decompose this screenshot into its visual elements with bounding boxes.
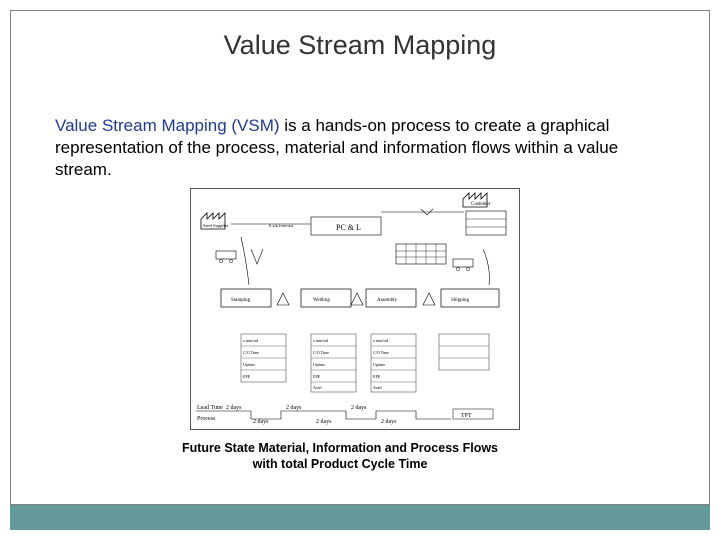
timeline-days: 2 days xyxy=(351,405,367,411)
process-box-stamping xyxy=(220,288,272,308)
vsm-diagram: Customer Steel Supplier 6 wk forecast PC… xyxy=(190,188,520,430)
data-cell: Uptime xyxy=(313,362,325,367)
data-cell: EPE xyxy=(313,374,321,379)
inventory-triangle xyxy=(276,292,290,306)
caption-line-1: Future State Material, Information and P… xyxy=(181,441,499,455)
process-box-assembly xyxy=(365,288,417,308)
process-label-stamping: Stamping xyxy=(231,298,251,303)
data-cell: x min/std xyxy=(373,338,388,343)
data-cell: Uptime xyxy=(243,362,255,367)
load-leveling-box xyxy=(395,243,447,265)
data-cell: x min/std xyxy=(243,338,258,343)
total-time-label: TPT xyxy=(461,413,472,419)
vsm-term: Value Stream Mapping (VSM) xyxy=(55,116,280,135)
production-control-box xyxy=(310,216,382,236)
body-description: is a hands-on process to create a graphi… xyxy=(55,116,619,179)
supplier-label: Steel Supplier xyxy=(203,223,229,228)
timeline-days: 2 days xyxy=(381,419,397,425)
slide-title: Value Stream Mapping xyxy=(223,30,497,60)
slide-body-text: Value Stream Mapping (VSM) is a hands-on… xyxy=(55,115,675,181)
process-label-shipping: Shipping xyxy=(451,298,470,303)
data-cell: C/O Time xyxy=(313,350,329,355)
diagram-caption: Future State Material, Information and P… xyxy=(150,440,530,472)
supplier-factory-icon xyxy=(200,212,226,230)
inventory-triangle xyxy=(422,292,436,306)
timeline-days: 2 days xyxy=(253,419,269,425)
process-label-assembly: Assembly xyxy=(377,298,398,303)
caption-line-2: with total Product Cycle Time xyxy=(252,457,428,471)
outbound-truck-icon xyxy=(452,258,474,268)
timeline-days: 2 days xyxy=(226,405,242,411)
data-cell: Avail xyxy=(373,385,382,390)
process-label-welding: Welding xyxy=(313,298,330,303)
customer-factory-icon xyxy=(462,192,488,208)
production-control-label: PC & L xyxy=(336,223,361,232)
inbound-truck-icon xyxy=(215,250,237,260)
pull-arrow xyxy=(250,248,264,265)
data-cell: Uptime xyxy=(373,362,385,367)
data-cell: C/O Time xyxy=(243,350,259,355)
process-data-boxes: x min/std C/O Time Uptime EPE x min/std … xyxy=(240,333,490,393)
data-cell: EPE xyxy=(373,374,381,379)
process-box-welding xyxy=(300,288,352,308)
process-row xyxy=(220,288,500,308)
total-time-box xyxy=(452,408,494,420)
data-cell: C/O Time xyxy=(373,350,389,355)
data-cell: x min/std xyxy=(313,338,328,343)
process-box-shipping xyxy=(440,288,500,308)
forecast-label: 6 wk forecast xyxy=(269,223,294,228)
timeline-days: 2 days xyxy=(286,405,302,411)
process-time-label: Process xyxy=(197,416,216,422)
timeline: Lead Time Process 2 days 2 days 2 days 2… xyxy=(196,405,494,425)
footer-bar xyxy=(10,505,710,530)
data-cell: EPE xyxy=(243,374,251,379)
inventory-triangle xyxy=(350,292,364,306)
customer-data-box xyxy=(465,210,507,236)
customer-label: Customer xyxy=(471,202,491,207)
lead-time-label: Lead Time xyxy=(197,405,223,411)
data-cell: Avail xyxy=(313,385,322,390)
vsm-diagram-graphic: Customer Steel Supplier 6 wk forecast PC… xyxy=(196,192,507,425)
timeline-days: 2 days xyxy=(316,419,332,425)
